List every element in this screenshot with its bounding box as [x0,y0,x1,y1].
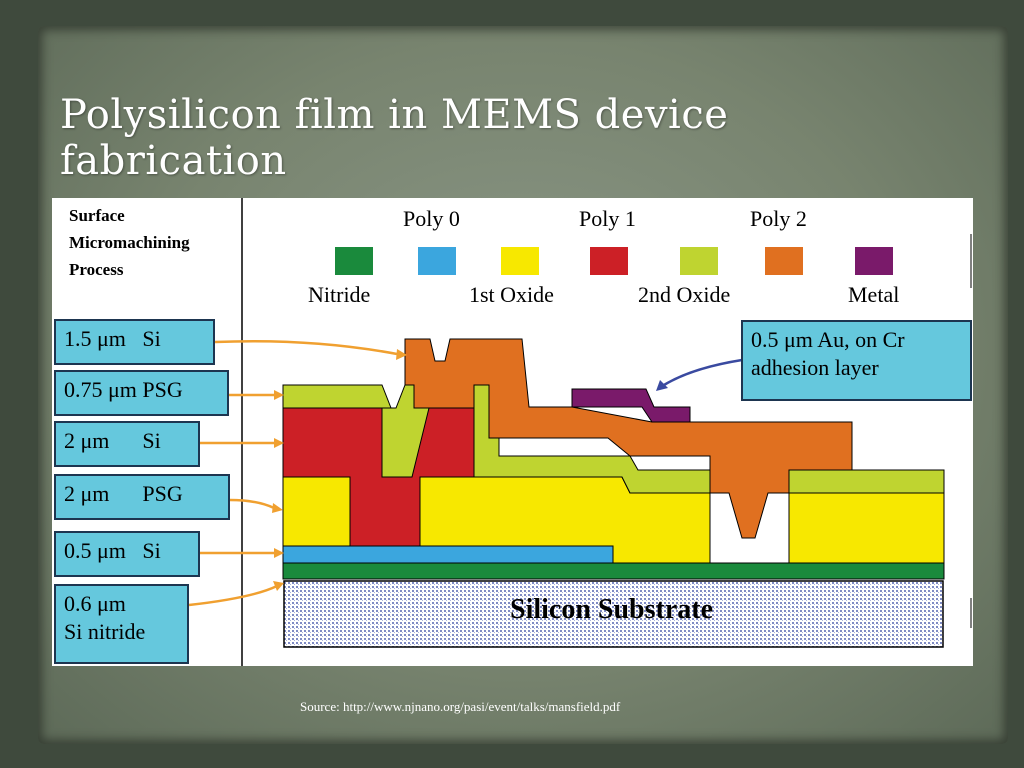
layer-metal [571,388,691,423]
process-label-line-2: Micromachining [69,233,190,252]
slide-title: Polysilicon film in MEMS device fabricat… [60,92,729,184]
arrow-poly2 [214,339,398,356]
callout-nitride-thickness: 0.6 μm Si nitride [54,584,189,664]
callout-1st-oxide-thickness: 2 μm PSG [54,474,230,520]
callout-2nd-oxide-thickness: 0.75 μm PSG [54,370,229,416]
silicon-substrate-label: Silicon Substrate [510,594,714,625]
fabrication-diagram: Surface Micromachining Process Poly 0 Po… [52,198,973,666]
legend-label-metal: Metal [848,282,900,307]
silicon-substrate [283,580,944,648]
layer-poly0 [282,545,614,564]
process-label-line-1: Surface [69,206,125,225]
arrow-head-2nd-oxide [274,390,284,400]
layer-1st-oxide-left [282,476,351,547]
arrow-head-poly0 [274,548,284,558]
legend-swatch-poly2 [765,247,803,275]
legend-label-nitride: Nitride [308,282,371,307]
legend-label-1st-oxide: 1st Oxide [469,282,554,307]
diagram-svg [188,198,972,666]
arrow-head-poly2 [396,349,407,360]
callout-poly1-thickness: 2 μm Si [54,421,200,467]
arrow-nitride [188,584,278,607]
layer-nitride [282,562,945,580]
process-label: Surface Micromachining Process [69,202,239,283]
process-label-line-3: Process [69,260,124,279]
layer-poly2 [404,338,853,539]
legend-swatch-1st-oxide [501,247,539,275]
legend-label-poly0: Poly 0 [403,206,460,231]
arrow-head-1st-oxide [272,503,283,513]
arrow-metal [663,358,743,387]
callout-poly2-thickness: 1.5 μm Si [54,319,215,365]
arrow-head-poly1 [274,438,284,448]
legend-swatch-poly1 [590,247,628,275]
legend-swatch-poly0 [418,247,456,275]
callout-metal-description: 0.5 μm Au, on Cr adhesion layer [741,320,972,401]
layer-2nd-oxide-left [282,384,392,409]
arrow-1st-oxide [229,498,275,510]
legend-swatch-nitride [335,247,373,275]
legend-label-poly2: Poly 2 [750,206,807,231]
callout-poly0-thickness: 0.5 μm Si [54,531,200,577]
arrow-head-nitride [273,581,284,591]
layer-2nd-oxide-right [788,469,945,494]
arrow-head-metal [656,380,668,391]
legend-swatch-metal [855,247,893,275]
legend-label-2nd-oxide: 2nd Oxide [638,282,731,307]
source-citation: Source: http://www.njnano.org/pasi/event… [300,699,621,714]
layer-1st-oxide-right [788,492,945,564]
legend-swatch-2nd-oxide [680,247,718,275]
legend-label-poly1: Poly 1 [579,206,636,231]
